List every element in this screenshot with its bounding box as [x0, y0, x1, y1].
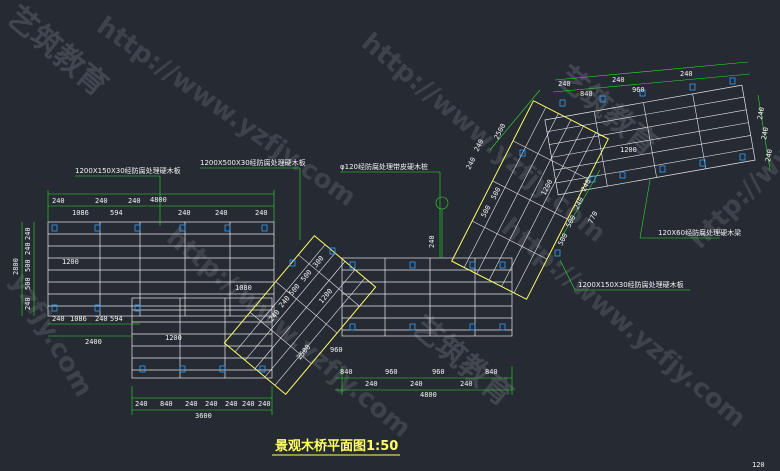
dimension-lines [21, 61, 771, 415]
dim-mid-width: 1200 [165, 334, 182, 342]
dim-mid-bottom-total: 3600 [195, 412, 212, 420]
annotation-pile: φ120经防腐处理带皮硬木桩 [340, 162, 428, 171]
dim-label: 240 [205, 400, 218, 408]
dim-label: 840 [160, 400, 173, 408]
dim-label: 240 [128, 197, 141, 205]
dim-label: 500 [490, 186, 503, 201]
left-deck [47, 221, 275, 317]
dim-label: 240 [580, 178, 593, 193]
dim-label: 500 [480, 204, 493, 219]
dim-left-top-total: 4800 [150, 196, 167, 204]
dim-label: 240 [95, 197, 108, 205]
dim-label: 960 [432, 368, 445, 376]
left-deck-boards [48, 222, 274, 316]
dim-label: 240 [24, 242, 32, 255]
dim-label: 240 [558, 80, 571, 88]
dim-label: 500 [24, 259, 32, 272]
dim-label: 240 [365, 380, 378, 388]
dim-label: 594 [110, 209, 123, 217]
dim-label: 960 [385, 368, 398, 376]
right-deck [544, 84, 756, 196]
annotation-board-c: 1200X150X30经防腐处理硬木板 [578, 280, 684, 289]
dim-label: 240 [185, 400, 198, 408]
dim-label: 240 [24, 297, 32, 310]
left-deck-outline [47, 221, 275, 317]
dim-label: 594 [110, 315, 123, 323]
watermark: 艺筑教育 [0, 0, 114, 103]
dim-label: 240 [760, 126, 770, 140]
dim-right-width: 1200 [620, 146, 637, 154]
dim-center-width: 960 [330, 346, 343, 354]
annotation-board-b: 1200X500X30经防腐处理硬木板 [200, 158, 306, 167]
mid-deck-outline [131, 297, 273, 379]
dim-center-bottom-total: 4800 [420, 391, 437, 399]
dim-label: 500 [557, 232, 570, 247]
leader-lines [75, 167, 720, 291]
dim-label: 240 [24, 227, 32, 240]
mid-deck [131, 297, 273, 379]
annotation-board-a: 1200X150X30经防腐处理硬木板 [75, 166, 181, 175]
dim-label: 840 [580, 90, 593, 98]
watermark: http://www.yzfjy.com [91, 11, 361, 213]
watermark: http://www.yzfjy.com [161, 222, 417, 443]
annotation-joist: 120X60经防腐处理硬木梁 [658, 228, 741, 237]
dim-label: 240 [460, 380, 473, 388]
dim-label: 960 [632, 86, 645, 94]
dim-label: 240 [612, 76, 625, 84]
dim-left-bottom-total: 2400 [85, 338, 102, 346]
pile-markers [51, 77, 746, 373]
dim-label: 840 [340, 368, 353, 376]
dim-label: 1086 [72, 209, 89, 217]
center-deck [341, 257, 513, 337]
dim-label: 240 [258, 400, 271, 408]
dim-label: 240 [225, 400, 238, 408]
watermark: yzfjy.com [4, 269, 99, 403]
dim-center-side: 240 [428, 235, 436, 248]
dim-label: 1086 [70, 315, 87, 323]
dim-left-width: 1200 [62, 258, 79, 266]
drawing-title: 景观木桥平面图1:50 [275, 438, 398, 454]
dim-label: 240 [465, 156, 478, 171]
dim-label: 500 [24, 277, 32, 290]
dim-mid-step: 1080 [235, 284, 252, 292]
corner-label: 120 [752, 461, 765, 469]
diagonal-deck-2 [451, 100, 609, 300]
dim-label: 840 [485, 368, 498, 376]
center-deck-outline [341, 257, 513, 337]
dim-label: 240 [756, 106, 766, 120]
dim-left-height-total: 2800 [12, 258, 20, 275]
dim-label: 240 [95, 315, 108, 323]
dim-label: 240 [680, 70, 693, 78]
dim-label: 240 [52, 197, 65, 205]
dim-label: 240 [178, 209, 191, 217]
diagonal-deck-1 [223, 234, 377, 396]
dim-label: 240 [215, 209, 228, 217]
dim-label: 240 [410, 380, 423, 388]
dim-label: 240 [52, 315, 65, 323]
dim-label: 240 [764, 148, 774, 162]
dim-diag1-width: 1200 [317, 287, 334, 305]
dim-label: 240 [135, 400, 148, 408]
dim-label: 240 [242, 400, 255, 408]
dim-label: 240 [255, 209, 268, 217]
